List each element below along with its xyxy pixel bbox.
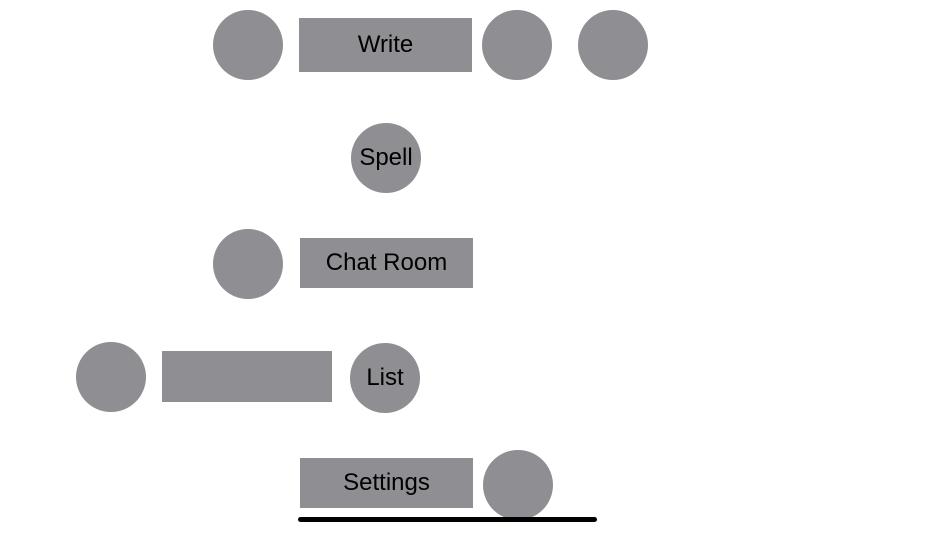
spell-button[interactable]: Spell	[351, 123, 421, 193]
list-placeholder-rect[interactable]	[162, 351, 332, 402]
write-button[interactable]: Write	[299, 18, 472, 72]
write-button-label: Write	[357, 31, 414, 58]
list-button-label: List	[366, 364, 404, 391]
list-button[interactable]: List	[350, 343, 420, 413]
write-right-placeholder-circle-1[interactable]	[482, 10, 552, 80]
settings-button[interactable]: Settings	[300, 458, 473, 508]
chat-room-button-label: Chat Room	[325, 249, 448, 276]
chat-room-button[interactable]: Chat Room	[300, 238, 473, 288]
settings-underline-divider	[298, 517, 597, 522]
write-left-placeholder-circle[interactable]	[213, 10, 283, 80]
settings-right-placeholder-circle[interactable]	[483, 450, 553, 520]
settings-button-label: Settings	[343, 469, 430, 496]
write-right-placeholder-circle-2[interactable]	[578, 10, 648, 80]
chat-room-placeholder-circle[interactable]	[213, 229, 283, 299]
list-left-placeholder-circle[interactable]	[76, 342, 146, 412]
spell-button-label: Spell	[359, 144, 413, 171]
